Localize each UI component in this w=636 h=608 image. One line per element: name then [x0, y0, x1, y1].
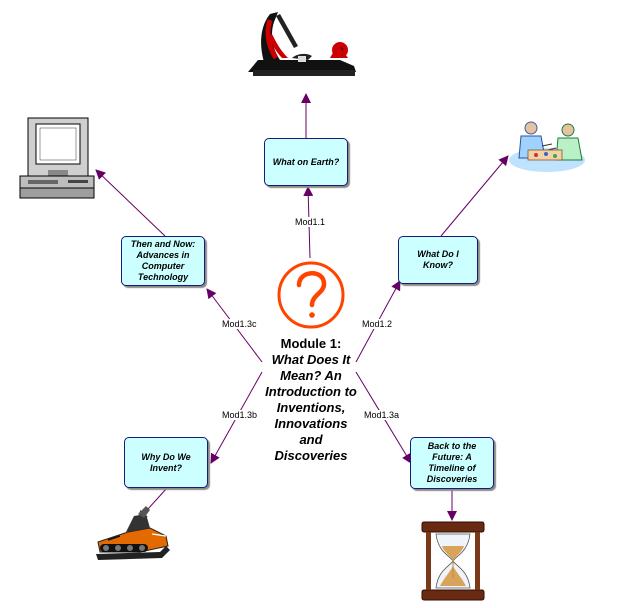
hourglass-icon: [421, 521, 485, 601]
link-label-mod1-2: Mod1.2: [361, 319, 394, 329]
question-mark-icon: [277, 261, 345, 329]
connector-to-computer: [95, 169, 166, 237]
center-title-module: Module 1:: [280, 336, 342, 351]
link-label-mod1-3a: Mod1.3a: [363, 410, 401, 420]
node-then-and-now[interactable]: Then and Now: Advances in Computer Techn…: [121, 236, 205, 286]
node-what-do-i-know[interactable]: What Do I Know?: [398, 236, 478, 284]
snowmobile-icon: [96, 506, 170, 560]
node-back-to-the-future[interactable]: Back to the Future: A Timeline of Discov…: [410, 437, 494, 489]
computer-icon: [19, 117, 95, 199]
people-talking-icon: [509, 121, 585, 172]
center-topic-title: Module 1: What Does It Mean? An Introduc…: [262, 336, 360, 464]
connector-to-people: [440, 155, 509, 237]
hand-plane-icon: [248, 12, 356, 76]
node-why-do-we-invent[interactable]: Why Do We Invent?: [124, 437, 208, 488]
link-label-mod1-3c: Mod1.3c: [221, 319, 258, 329]
center-title-subtitle: What Does It Mean? An Introduction to In…: [265, 352, 357, 463]
link-label-mod1-1: Mod1.1: [294, 217, 327, 227]
node-what-on-earth[interactable]: What on Earth?: [264, 138, 348, 186]
link-label-mod1-3b: Mod1.3b: [221, 410, 259, 420]
